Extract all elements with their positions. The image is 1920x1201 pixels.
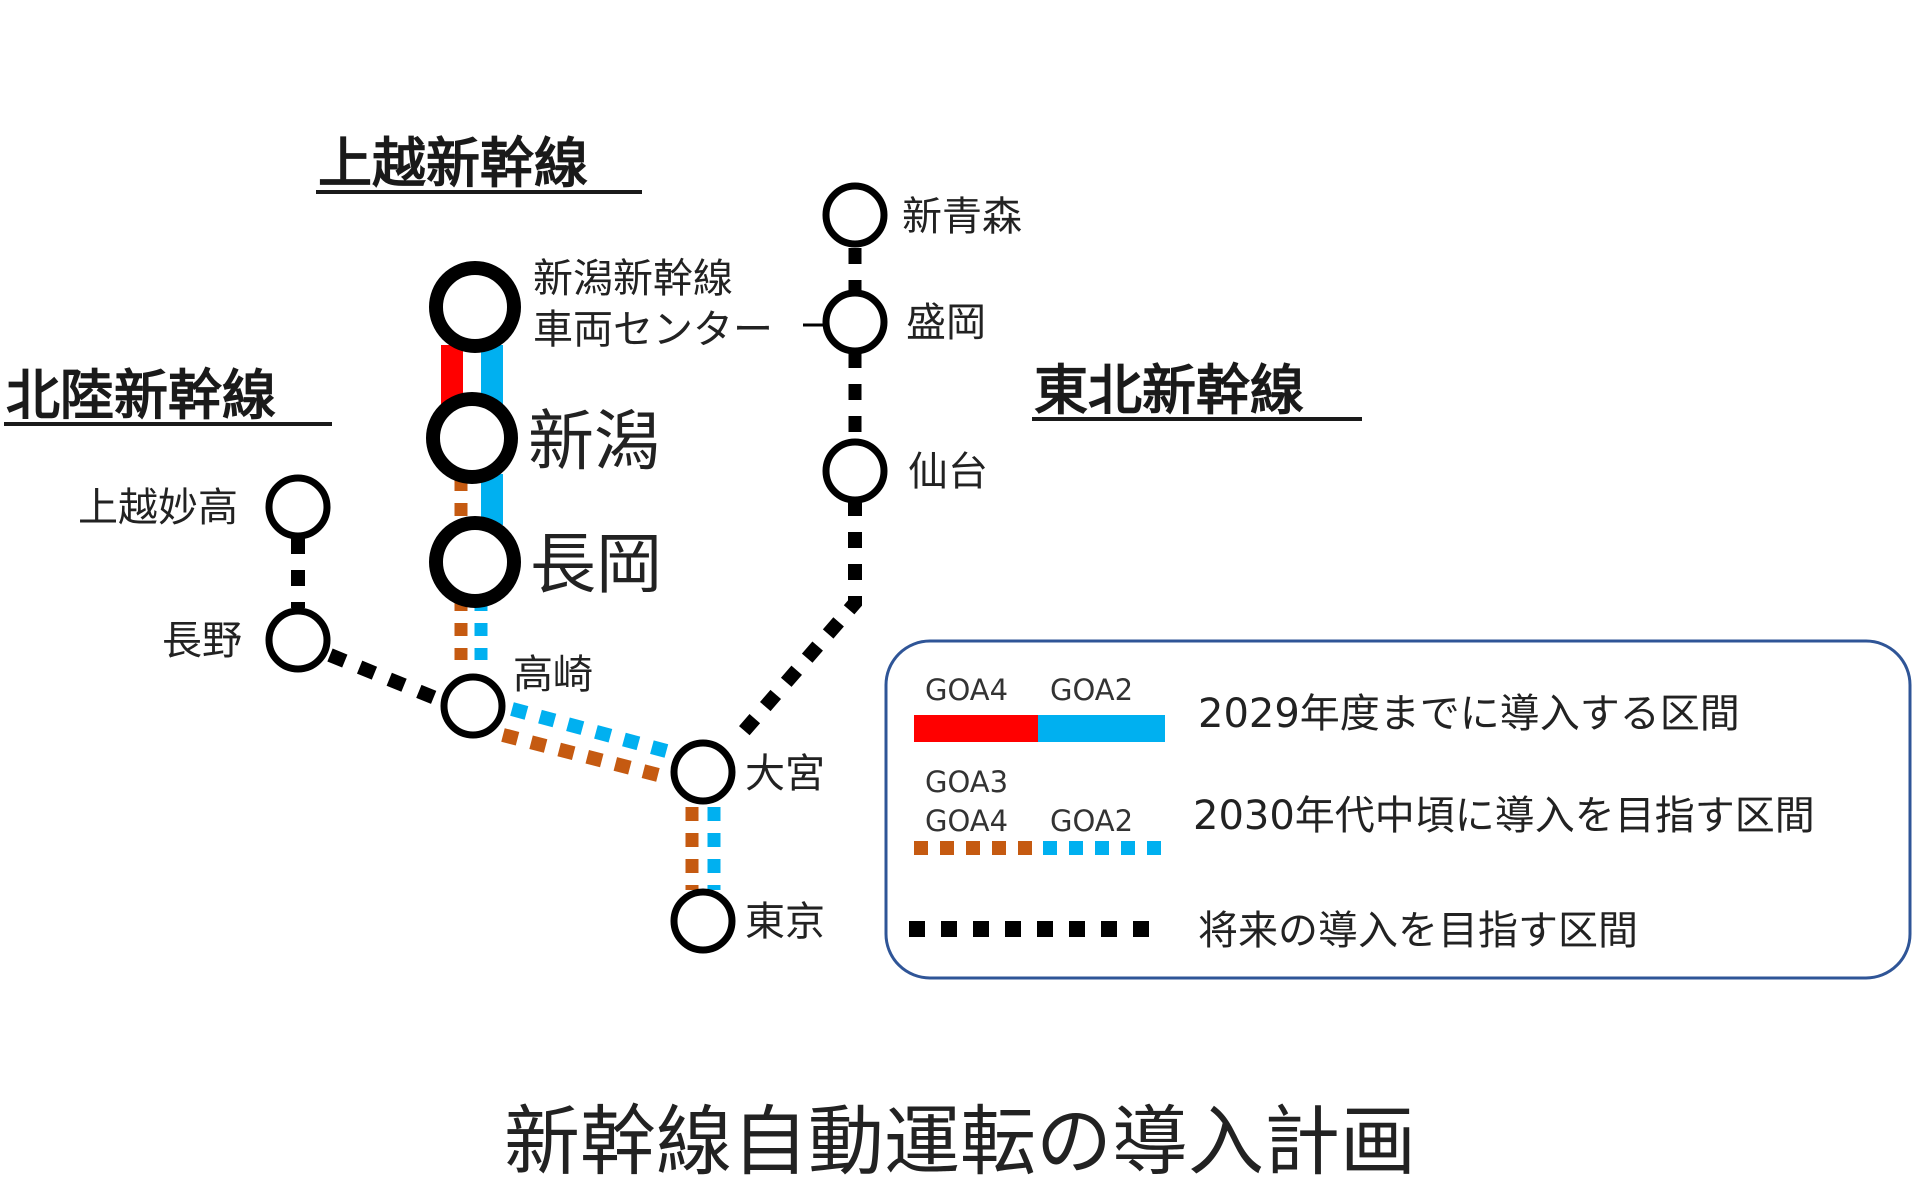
- station-label-takasaki: 高崎: [513, 652, 593, 698]
- legend-row2-code-goa3: GOA3: [925, 765, 1008, 799]
- station-marker-joetsu-myoko: [265, 474, 331, 540]
- legend-row2-text: 2030年代中頃に導入を目指す区間: [1193, 793, 1815, 839]
- station-marker-shin-aomori: [822, 182, 888, 248]
- station-label-nagano: 長野: [162, 618, 242, 664]
- legend-row2-code-goa4: GOA4: [925, 804, 1008, 838]
- station-label-shin-aomori: 新青森: [902, 194, 1022, 240]
- station-marker-nagano: [265, 607, 331, 673]
- station-label-nagaoka: 長岡: [530, 526, 662, 603]
- station-marker-omiya: [670, 739, 736, 805]
- station-label-niigata: 新潟: [528, 403, 660, 480]
- station-label-depot-line1: 新潟新幹線: [533, 256, 733, 302]
- station-marker-depot: [429, 261, 521, 353]
- line-title-tohoku: 東北新幹線: [1034, 359, 1304, 422]
- station-marker-nagaoka: [429, 516, 521, 608]
- legend-row1-code-goa4: GOA4: [925, 673, 1008, 707]
- legend-row3-text: 将来の導入を目指す区間: [1198, 908, 1638, 954]
- legend-row1-swatch-red: [914, 715, 1038, 742]
- legend-row1-swatch-blue: [1038, 715, 1165, 742]
- station-label-morioka: 盛岡: [906, 300, 986, 346]
- legend-row1-text: 2029年度までに導入する区間: [1198, 691, 1740, 737]
- station-label-omiya: 大宮: [745, 751, 825, 797]
- station-marker-takasaki: [440, 673, 506, 739]
- station-label-depot-line2: 車両センター: [533, 307, 773, 353]
- station-labels: 新青森 盛岡 仙台 新潟新幹線 車両センター 新潟 長岡 上越妙高 長野 高崎 …: [78, 194, 1022, 945]
- station-marker-niigata: [426, 392, 518, 484]
- track-sendai-omiya: [732, 500, 862, 743]
- line-titles: 上越新幹線 北陸新幹線 東北新幹線: [4, 132, 1362, 427]
- station-label-joetsu-myoko: 上越妙高: [78, 485, 238, 531]
- legend-row2-code-goa2: GOA2: [1050, 804, 1133, 838]
- station-markers: [265, 182, 888, 954]
- station-label-sendai: 仙台: [908, 449, 988, 495]
- legend-row1-code-goa2: GOA2: [1050, 673, 1133, 707]
- station-label-tokyo: 東京: [745, 899, 825, 945]
- legend: GOA4 GOA2 2029年度までに導入する区間 GOA3 GOA4 GOA2…: [884, 639, 1912, 980]
- track-nagano-takasaki: [327, 648, 443, 707]
- diagram-caption: 新幹線自動運転の導入計画: [504, 1097, 1416, 1186]
- station-marker-morioka: [822, 289, 888, 355]
- line-title-hokuriku: 北陸新幹線: [6, 364, 276, 427]
- line-title-joetsu: 上越新幹線: [318, 132, 588, 195]
- station-marker-sendai: [822, 438, 888, 504]
- station-marker-tokyo: [670, 888, 736, 954]
